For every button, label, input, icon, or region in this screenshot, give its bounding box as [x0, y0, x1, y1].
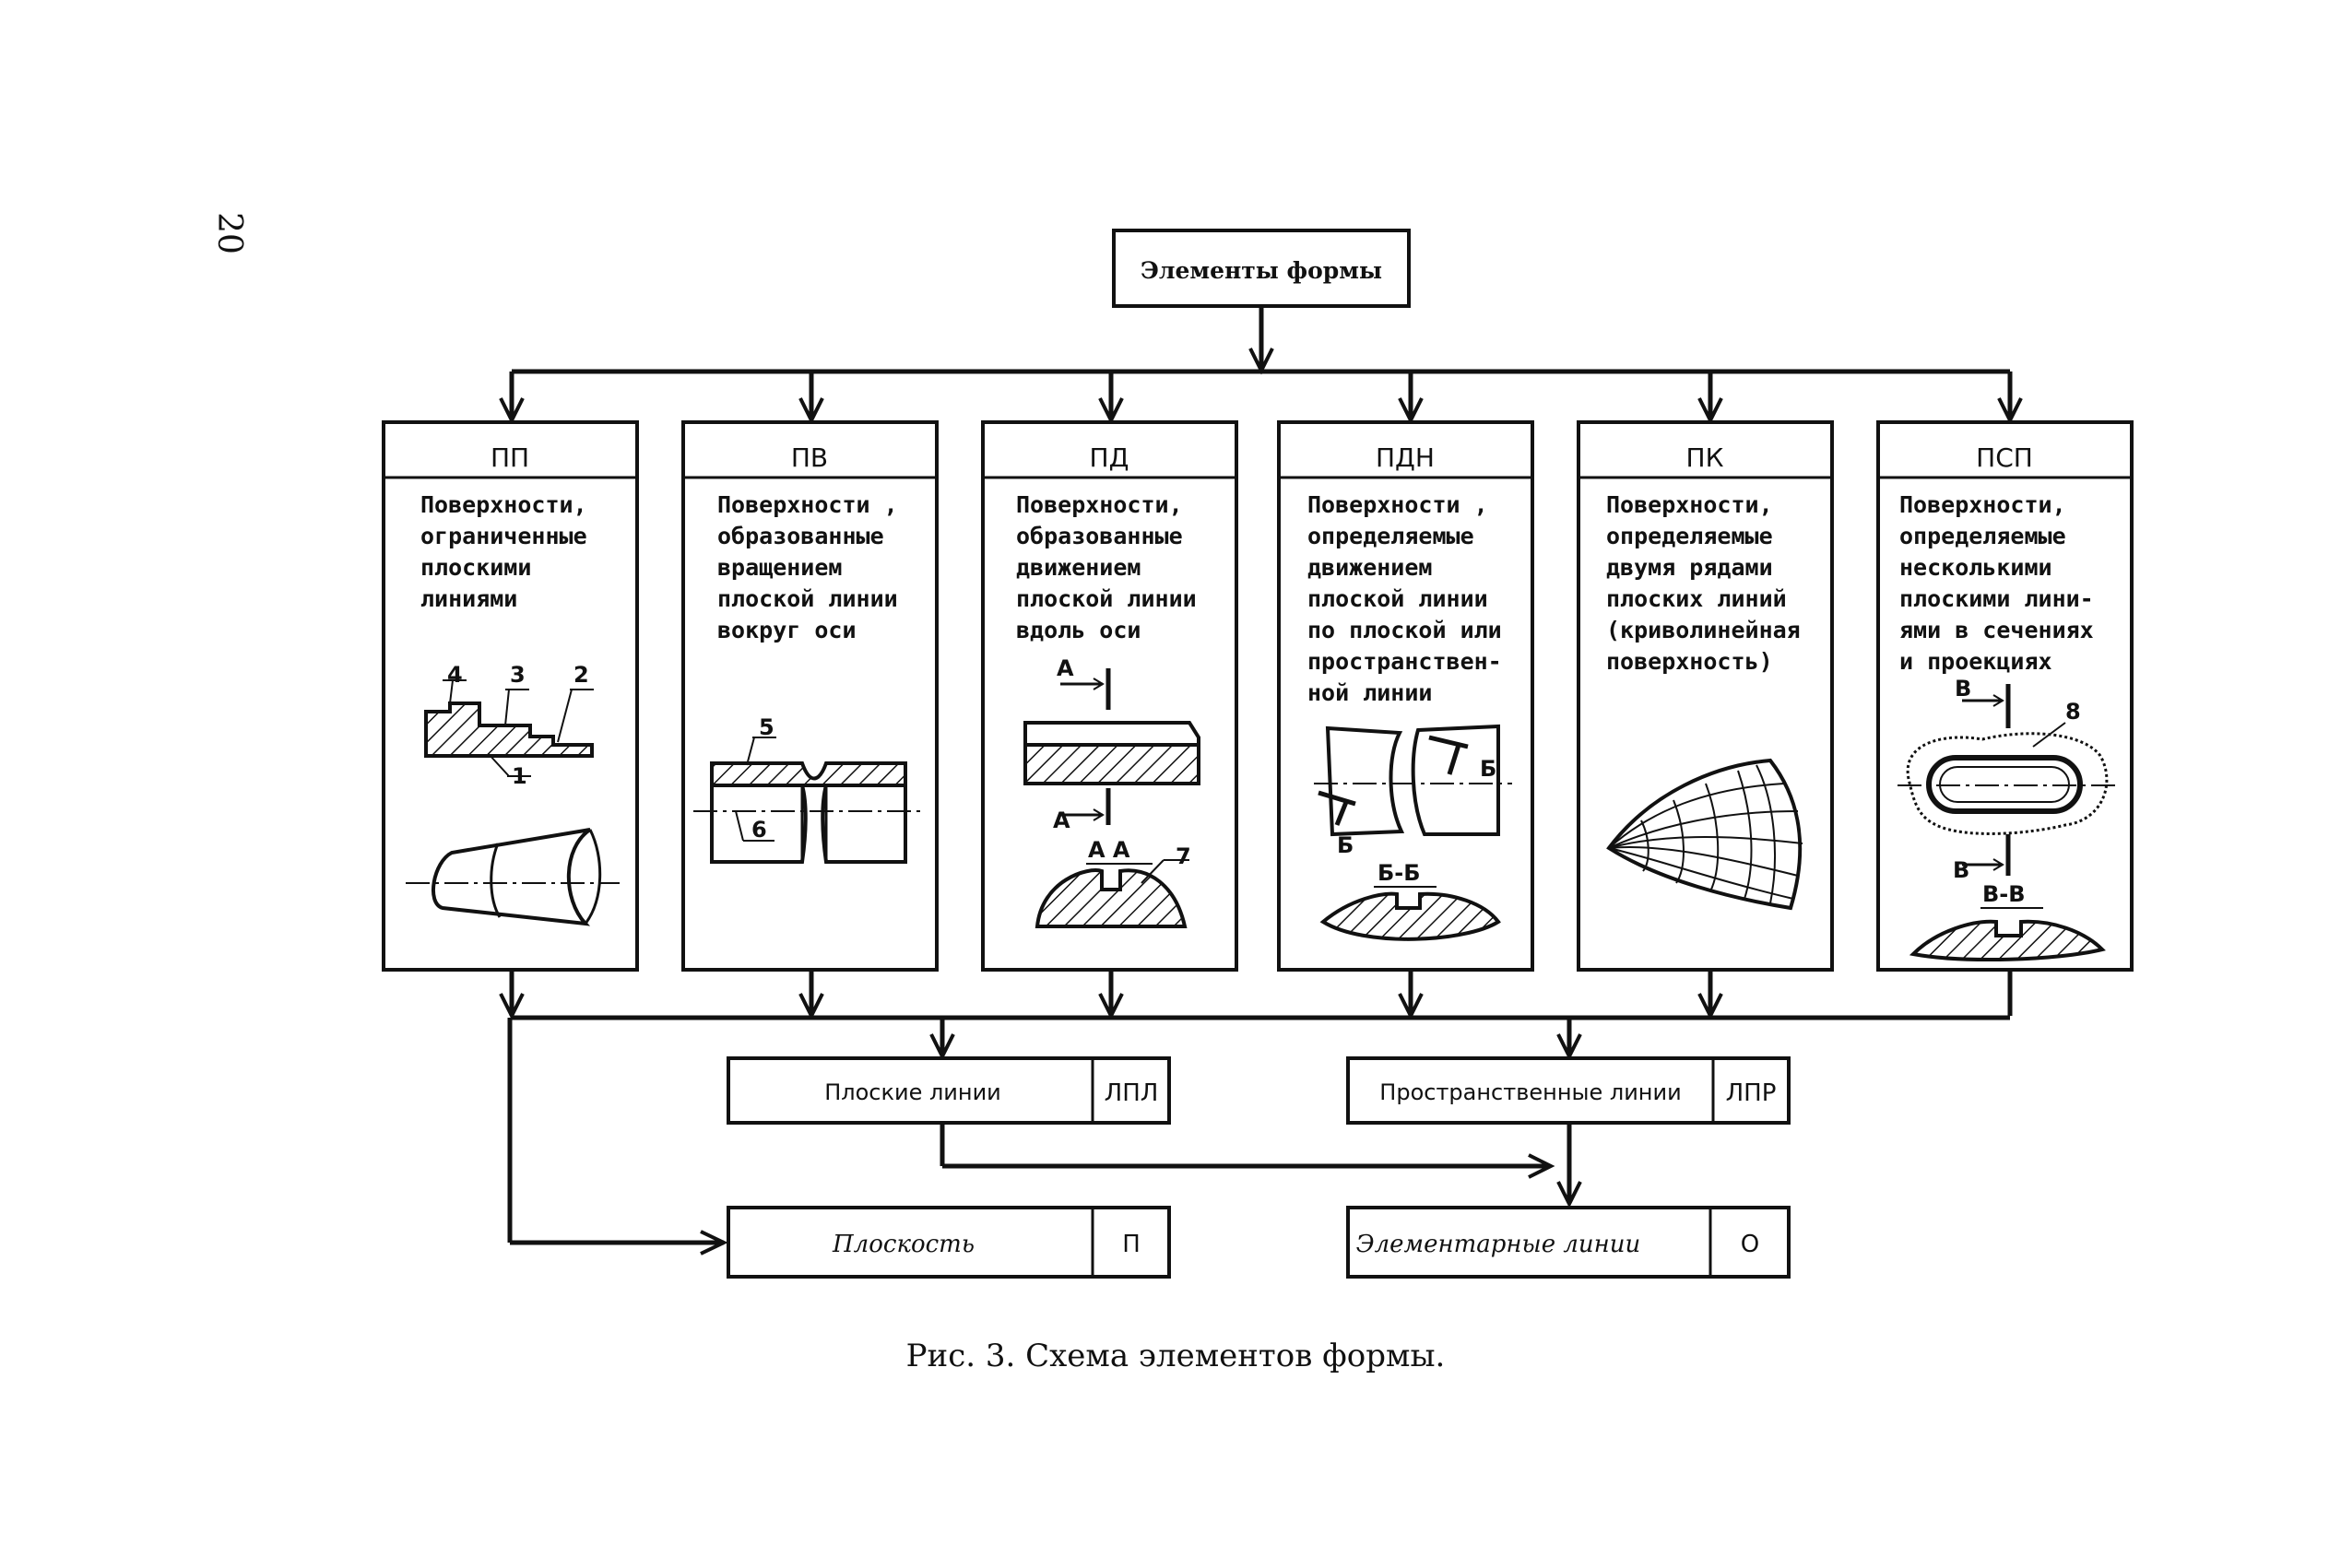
category-desc-line: и проекциях — [1899, 648, 2052, 675]
bus-arrows — [499, 371, 2023, 425]
bent-bar-drawing: Б Б Б-Б — [1314, 724, 1512, 941]
box-code: П — [1122, 1231, 1141, 1258]
page-number: 20 — [210, 212, 248, 254]
box-name: Плоскость — [832, 1231, 975, 1258]
category-desc-line: ями в сечениях — [1899, 617, 2094, 643]
category-desc-line: несколькими — [1899, 554, 2052, 581]
category-desc-line: движением — [1016, 554, 1141, 581]
category-pv: ПВ Поверхности , образованные вращением … — [681, 420, 939, 972]
section-label: Б — [1480, 756, 1496, 782]
category-desc-line: вдоль оси — [1016, 617, 1141, 643]
part-label: 8 — [2065, 699, 2081, 725]
category-code: ПСП — [1976, 442, 2033, 473]
section-title: Б-Б — [1377, 860, 1421, 886]
part-label: 3 — [510, 662, 526, 688]
category-desc-line: движением — [1307, 554, 1432, 581]
lower-connectors — [499, 970, 2013, 1256]
category-desc-line: Поверхности, — [1606, 491, 1773, 518]
category-desc-line: образованные — [1016, 523, 1183, 549]
category-code: ПК — [1686, 442, 1724, 473]
part-label: 6 — [751, 817, 767, 843]
top-box-label: Элементы формы — [1141, 257, 1382, 284]
box-code: О — [1741, 1231, 1759, 1258]
category-desc-line: плоских линий — [1606, 585, 1787, 612]
category-pk: ПК Поверхности, определяемые двумя рядам… — [1577, 420, 1834, 972]
box-name: Элементарные линии — [1356, 1231, 1641, 1258]
category-desc-line: плоской линии — [1307, 585, 1488, 612]
contour-section-drawing: В 8 В В-В — [1898, 676, 2119, 962]
category-desc-line: (криволинейная — [1606, 617, 1801, 643]
category-code: ПП — [491, 442, 529, 473]
part-label: 2 — [573, 662, 589, 688]
box-code: ЛПР — [1726, 1079, 1777, 1107]
category-pp: ПП Поверхности, ограниченные плоскими ли… — [382, 420, 639, 972]
plane-box: Плоскость П — [727, 1206, 1171, 1279]
category-desc-line: плоской линии — [1016, 585, 1197, 612]
category-desc-line: плоскими — [420, 554, 531, 581]
box-name: Плоские линии — [824, 1079, 1001, 1105]
section-label: В — [1955, 676, 1971, 701]
category-desc-line: линиями — [420, 585, 517, 612]
curved-surface-drawing — [1606, 758, 1803, 911]
category-desc-line: ной линии — [1307, 679, 1432, 706]
profile-bar-drawing: А А А А 7 — [1023, 655, 1200, 928]
category-psp: ПСП Поверхности, определяемые нескольким… — [1876, 420, 2134, 972]
category-desc-line: Поверхности , — [1307, 491, 1488, 518]
category-desc-line: пространствен- — [1307, 648, 1502, 675]
section-label: Б — [1337, 832, 1354, 858]
category-code: ПДН — [1376, 442, 1435, 473]
planar-lines-box: Плоские линии ЛПЛ — [727, 1056, 1171, 1125]
spatial-lines-box: Пространственные линии ЛПР — [1346, 1056, 1791, 1125]
box-name: Пространственные линии — [1379, 1079, 1681, 1105]
category-desc-line: ограниченные — [420, 523, 587, 549]
category-pd: ПД Поверхности, образованные движением п… — [981, 420, 1238, 972]
part-label: 7 — [1176, 843, 1191, 869]
category-desc-line: плоскими лини- — [1899, 585, 2094, 612]
part-label: 5 — [759, 714, 774, 740]
faceted-body-drawing — [406, 828, 620, 926]
category-desc-line: Поверхности, — [1016, 491, 1183, 518]
category-desc-line: по плоской или — [1307, 617, 1502, 643]
section-label: В — [1953, 857, 1969, 883]
box-code: ЛПЛ — [1105, 1079, 1159, 1107]
part-label: 4 — [447, 662, 463, 688]
section-title: В-В — [1982, 881, 2026, 907]
category-desc-line: вращением — [717, 554, 842, 581]
category-desc-line: определяемые — [1606, 523, 1773, 549]
stepped-plate-drawing: 4 3 2 1 — [424, 662, 594, 789]
top-box: Элементы формы — [1112, 229, 1411, 308]
category-pdn: ПДН Поверхности , определяемые движением… — [1277, 420, 1534, 972]
category-desc-line: плоской линии — [717, 585, 898, 612]
category-desc-line: Поверхности, — [420, 491, 587, 518]
category-desc-line: вокруг оси — [717, 617, 857, 643]
section-title: А А — [1088, 837, 1130, 863]
elementary-lines-box: Элементарные линии О — [1346, 1206, 1791, 1279]
category-code: ПВ — [791, 442, 828, 473]
rotated-shaft-drawing: 5 6 — [693, 714, 922, 864]
figure-caption: Рис. 3. Схема элементов формы. — [906, 1338, 1446, 1374]
category-desc-line: двумя рядами — [1606, 554, 1773, 581]
category-code: ПД — [1090, 442, 1129, 473]
category-desc-line: поверхность) — [1606, 648, 1773, 675]
part-label: 1 — [512, 763, 527, 789]
section-label: А — [1057, 655, 1074, 681]
category-desc-line: Поверхности, — [1899, 491, 2066, 518]
category-desc-line: определяемые — [1307, 523, 1474, 549]
category-desc-line: образованные — [717, 523, 884, 549]
section-label: А — [1053, 808, 1070, 833]
category-desc-line: определяемые — [1899, 523, 2066, 549]
category-desc-line: Поверхности , — [717, 491, 898, 518]
